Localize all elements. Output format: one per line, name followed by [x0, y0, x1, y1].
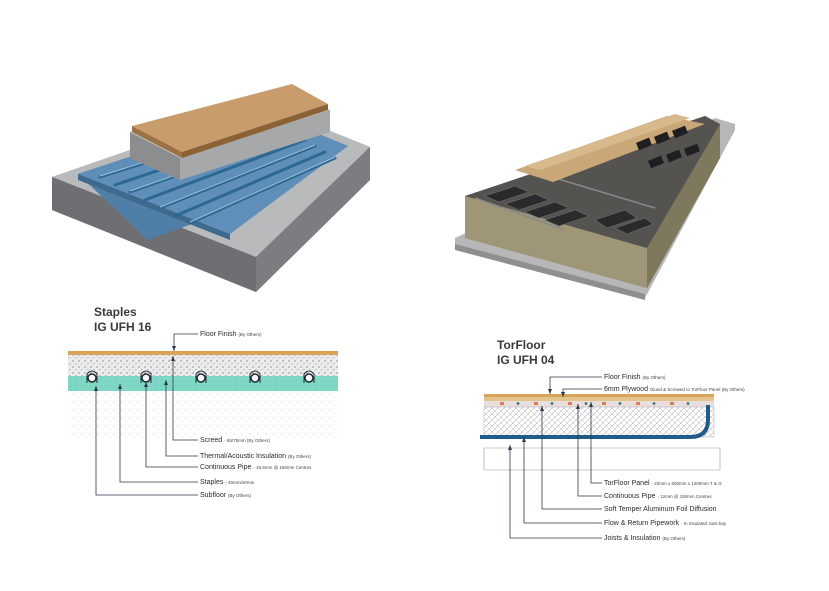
- staples-subtitle: IG UFH 16: [94, 320, 152, 334]
- torfloor-cross-section: [480, 376, 721, 539]
- torfloor-subtitle: IG UFH 04: [497, 353, 555, 367]
- label-insulation: Thermal/Acoustic Insulation: [200, 453, 286, 460]
- label-floor-finish-left: Floor Finish: [200, 331, 237, 338]
- svg-text:Subfloor (By Others): Subfloor (By Others): [200, 492, 252, 499]
- screed-layer: [68, 355, 338, 376]
- flow-return-pipe: [480, 405, 710, 439]
- leader-arrows-right: [508, 389, 593, 450]
- svg-text:Continuous Pipe - 16.5mm @ 150: Continuous Pipe - 16.5mm @ 150mm Centres: [200, 464, 312, 471]
- svg-text:TorFloor Panel - 22mm x 600mm: TorFloor Panel - 22mm x 600mm x 1200mm T…: [604, 480, 722, 487]
- staples-system-render: [30, 62, 402, 294]
- plywood-layer: [484, 397, 714, 401]
- label-plywood: 6mm Plywood: [604, 386, 648, 393]
- svg-text:Staples - 40mm/40mm: Staples - 40mm/40mm: [200, 479, 255, 486]
- staples-cross-section: [68, 333, 338, 496]
- torfloor-labels: Floor Finish (By Others) 6mm Plywood Glu…: [604, 374, 745, 542]
- torfloor-title: TorFloor: [497, 338, 546, 352]
- label-screed: Screed: [200, 437, 222, 444]
- label-foil-diffusion: Soft Temper Aluminum Foil Diffusion: [604, 506, 717, 513]
- svg-text:Floor Finish (By Others): Floor Finish (By Others): [604, 374, 666, 381]
- joist-insulation-layer: [483, 406, 715, 438]
- torfloor-system-render: [405, 88, 789, 316]
- svg-text:Screed - 65/75mm (By Others): Screed - 65/75mm (By Others): [200, 437, 270, 444]
- svg-text:Continuous Pipe - 12mm @ 150mm: Continuous Pipe - 12mm @ 150mm Centres: [604, 493, 712, 500]
- svg-text:Flow & Return Pipework - In In: Flow & Return Pipework - In Insulated Jo…: [604, 520, 727, 527]
- staples-title: Staples: [94, 305, 137, 319]
- floor-finish-layer: [68, 351, 338, 355]
- svg-text:Floor Finish (By Others): Floor Finish (By Others): [200, 331, 262, 338]
- panel-markers: [500, 402, 690, 405]
- label-torfloor-panel: TorFloor Panel: [604, 480, 650, 487]
- torfloor-title-block: TorFloor IG UFH 04: [497, 338, 554, 368]
- staple-clips: [86, 370, 315, 383]
- label-joists-insulation: Joists & Insulation: [604, 535, 661, 542]
- label-floor-finish-right: Floor Finish: [604, 374, 641, 381]
- subfloor-layer: [68, 391, 338, 438]
- svg-text:Soft Temper Aluminum Foil Diff: Soft Temper Aluminum Foil Diffusion: [604, 506, 717, 513]
- pipe-staples: [87, 373, 314, 383]
- staples-title-block: Staples IG UFH 16: [94, 305, 151, 335]
- svg-text:Thermal/Acoustic Insulation (B: Thermal/Acoustic Insulation (By Others): [200, 453, 311, 460]
- label-continuous-pipe-left: Continuous Pipe: [200, 464, 251, 471]
- svg-text:6mm Plywood Glued & Screwed to: 6mm Plywood Glued & Screwed to TorFloor …: [604, 386, 745, 393]
- label-subfloor: Subfloor: [200, 492, 227, 499]
- label-continuous-pipe-right: Continuous Pipe: [604, 493, 655, 500]
- label-staples: Staples: [200, 479, 224, 486]
- leader-lines-left: [95, 333, 198, 496]
- torfloor-panel-layer: [484, 401, 714, 407]
- leader-arrows-left: [94, 346, 176, 391]
- joist-outline: [483, 447, 721, 471]
- svg-text:Joists & Insulation (By Others: Joists & Insulation (By Others): [604, 535, 686, 542]
- leader-lines-right: [509, 376, 602, 539]
- staples-labels: Floor Finish (By Others) Screed - 65/75m…: [200, 331, 312, 499]
- insulation-layer: [68, 376, 338, 391]
- label-flow-return: Flow & Return Pipework: [604, 520, 680, 527]
- floor-finish-layer-right: [484, 394, 714, 397]
